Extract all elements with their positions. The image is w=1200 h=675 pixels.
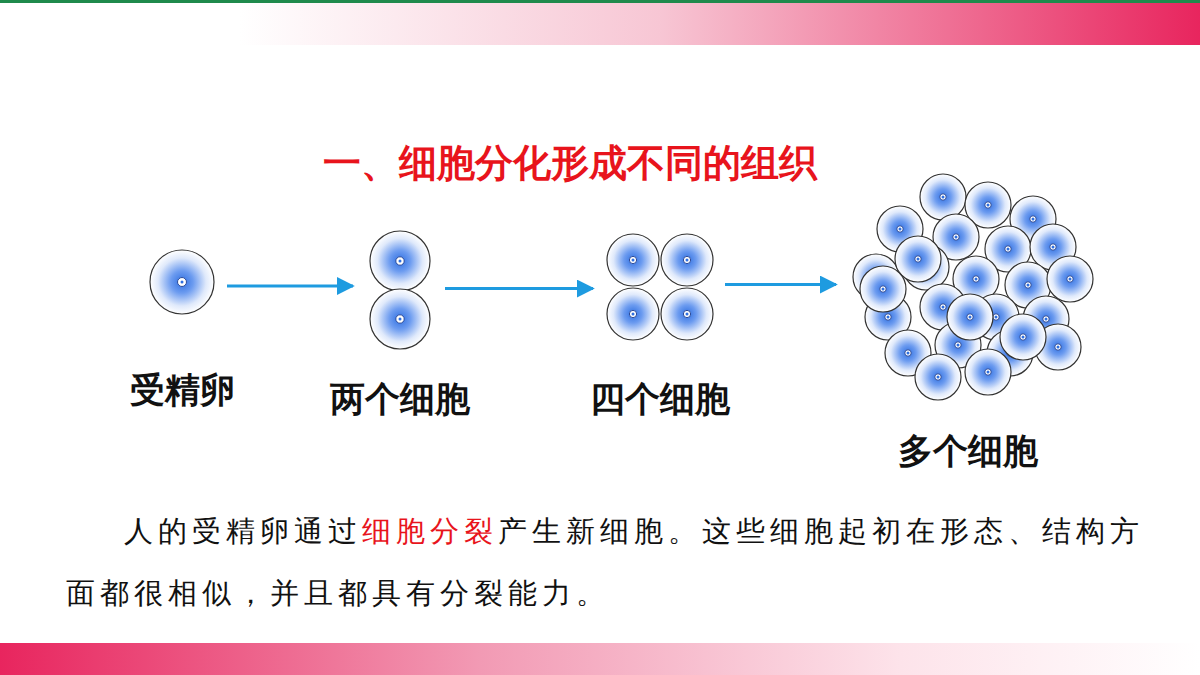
- cell-stage: 四个细胞: [580, 232, 740, 420]
- cell-illustration: [365, 228, 435, 352]
- cell: [947, 294, 993, 340]
- cell: [1000, 314, 1046, 360]
- cell: [607, 288, 659, 340]
- cell: [965, 349, 1011, 395]
- stage-label: 多个细胞: [898, 430, 1038, 472]
- cell: [661, 288, 713, 340]
- cell: [150, 250, 214, 314]
- cell-illustration: [605, 232, 715, 342]
- top-band: [0, 3, 1200, 45]
- cell-illustration: [147, 247, 217, 317]
- cell-stage: 受精卵: [102, 247, 262, 411]
- paragraph-text: 人的受精卵通过: [124, 514, 362, 548]
- description-paragraph: 人的受精卵通过细胞分裂产生新细胞。这些细胞起初在形态、结构方面都很相似，并且都具…: [66, 500, 1161, 624]
- cell: [661, 234, 713, 286]
- division-arrow: [725, 283, 836, 286]
- division-arrow: [445, 287, 593, 290]
- cell: [607, 234, 659, 286]
- stage-label: 两个细胞: [330, 378, 470, 420]
- slide-title: 一、细胞分化形成不同的组织: [280, 138, 860, 188]
- stage-label: 受精卵: [130, 369, 235, 411]
- cell-stage: 两个细胞: [320, 228, 480, 420]
- cell: [370, 289, 430, 349]
- cell-illustration: [848, 167, 1088, 397]
- cell-stage: 多个细胞: [838, 167, 1098, 472]
- cell: [860, 266, 906, 312]
- cell: [1047, 256, 1093, 302]
- key-term: 细胞分裂: [362, 514, 498, 548]
- bottom-band: [0, 643, 1200, 675]
- stage-label: 四个细胞: [590, 378, 730, 420]
- cell: [920, 174, 966, 220]
- cell: [370, 231, 430, 291]
- division-arrow: [227, 285, 353, 288]
- cell: [915, 354, 961, 400]
